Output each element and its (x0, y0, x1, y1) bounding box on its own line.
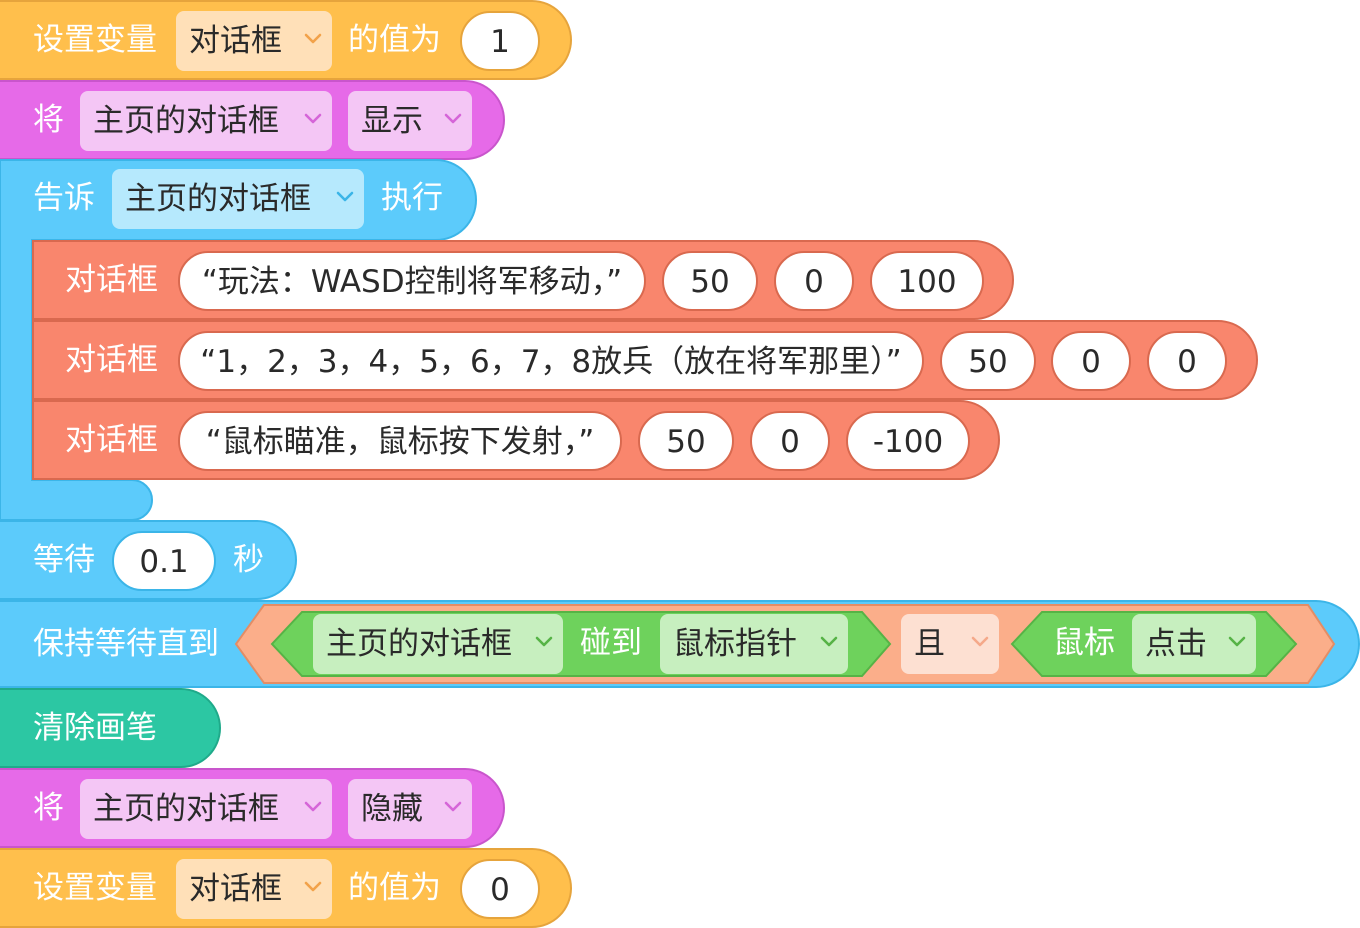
dialog-label: 对话框 (65, 422, 158, 458)
visibility-dropdown-value: 显示 (361, 103, 423, 139)
value-input[interactable]: 1 (460, 11, 540, 71)
dialog-z-input[interactable]: 100 (870, 251, 984, 311)
chevron-down-icon (296, 859, 332, 919)
value-of-label: 的值为 (348, 870, 441, 906)
touch-target-dropdown[interactable]: 主页的对话框 (313, 614, 563, 674)
variable-dropdown-value: 对话框 (189, 23, 282, 59)
dialog-text-input[interactable]: “1，2，3，4，5，6，7，8放兵（放在将军那里）” (178, 331, 924, 391)
target-dropdown-value: 主页的对话框 (93, 103, 279, 139)
tell-target-value: 主页的对话框 (125, 181, 311, 217)
set-variable-block-1[interactable]: 设置变量 对话框 的值为 1 (0, 0, 572, 80)
dialog-block-1[interactable]: 对话框 “玩法：WASD控制将军移动，” 50 0 100 (32, 240, 1014, 320)
show-dialog-block[interactable]: 将 主页的对话框 显示 (0, 80, 505, 160)
set-variable-label: 设置变量 (33, 870, 157, 906)
tell-block[interactable]: 告诉 主页的对话框 执行 (0, 160, 476, 240)
chevron-down-icon (436, 91, 472, 151)
seconds-label: 秒 (233, 542, 264, 578)
visibility-dropdown-value: 隐藏 (361, 791, 423, 827)
chevron-down-icon (1220, 614, 1256, 674)
touch-object-dropdown[interactable]: 鼠标指针 (660, 614, 848, 674)
chevron-down-icon (296, 779, 332, 839)
dialog-text-input[interactable]: “鼠标瞄准，鼠标按下发射，” (178, 411, 622, 471)
dialog-text-input[interactable]: “玩法：WASD控制将军移动，” (178, 251, 646, 311)
touch-target-value: 主页的对话框 (326, 626, 512, 662)
dialog-z-input[interactable]: 0 (1147, 331, 1227, 391)
execute-label: 执行 (381, 180, 443, 216)
chevron-down-icon (296, 11, 332, 71)
dialog-y-input[interactable]: 0 (1051, 331, 1131, 391)
target-dropdown[interactable]: 主页的对话框 (80, 91, 332, 151)
chevron-down-icon (963, 614, 999, 674)
show-block-label: 将 (33, 102, 64, 138)
dialog-y-input[interactable]: 0 (750, 411, 830, 471)
dialog-label: 对话框 (65, 342, 158, 378)
wait-seconds-input[interactable]: 0.1 (112, 531, 216, 591)
dialog-x-input[interactable]: 50 (638, 411, 734, 471)
dialog-block-3[interactable]: 对话框 “鼠标瞄准，鼠标按下发射，” 50 0 -100 (32, 400, 1000, 480)
touching-label: 碰到 (580, 625, 642, 661)
dialog-z-input[interactable]: -100 (846, 411, 970, 471)
touch-object-value: 鼠标指针 (673, 626, 797, 662)
hide-block-label: 将 (33, 790, 64, 826)
hide-dialog-block[interactable]: 将 主页的对话框 隐藏 (0, 768, 505, 848)
target-dropdown-value: 主页的对话框 (93, 791, 279, 827)
value-of-label: 的值为 (348, 22, 441, 58)
variable-dropdown[interactable]: 对话框 (176, 11, 332, 71)
visibility-dropdown[interactable]: 显示 (348, 91, 472, 151)
dialog-y-input[interactable]: 0 (774, 251, 854, 311)
mouse-label: 鼠标 (1053, 625, 1115, 661)
value-input[interactable]: 0 (460, 859, 540, 919)
chevron-down-icon (436, 779, 472, 839)
logic-operator-value: 且 (914, 626, 945, 662)
dialog-x-input[interactable]: 50 (662, 251, 758, 311)
dialog-label: 对话框 (65, 262, 158, 298)
tell-target-dropdown[interactable]: 主页的对话框 (112, 169, 364, 229)
variable-dropdown[interactable]: 对话框 (176, 859, 332, 919)
set-variable-block-2[interactable]: 设置变量 对话框 的值为 0 (0, 848, 572, 928)
variable-dropdown-value: 对话框 (189, 871, 282, 907)
target-dropdown[interactable]: 主页的对话框 (80, 779, 332, 839)
tell-label: 告诉 (33, 180, 95, 216)
mouse-action-value: 点击 (1145, 626, 1207, 662)
clear-pen-block[interactable]: 清除画笔 (0, 688, 221, 768)
logic-operator-dropdown[interactable]: 且 (901, 614, 999, 674)
chevron-down-icon (328, 169, 364, 229)
wait-until-label: 保持等待直到 (33, 626, 219, 662)
chevron-down-icon (812, 614, 848, 674)
wait-label: 等待 (33, 542, 95, 578)
visibility-dropdown[interactable]: 隐藏 (348, 779, 472, 839)
chevron-down-icon (296, 91, 332, 151)
set-variable-label: 设置变量 (33, 22, 157, 58)
clear-pen-label: 清除画笔 (33, 710, 157, 746)
chevron-down-icon (527, 614, 563, 674)
dialog-block-2[interactable]: 对话框 “1，2，3，4，5，6，7，8放兵（放在将军那里）” 50 0 0 (32, 320, 1258, 400)
mouse-action-dropdown[interactable]: 点击 (1132, 614, 1256, 674)
wait-block[interactable]: 等待 0.1 秒 (0, 520, 297, 600)
dialog-x-input[interactable]: 50 (940, 331, 1036, 391)
